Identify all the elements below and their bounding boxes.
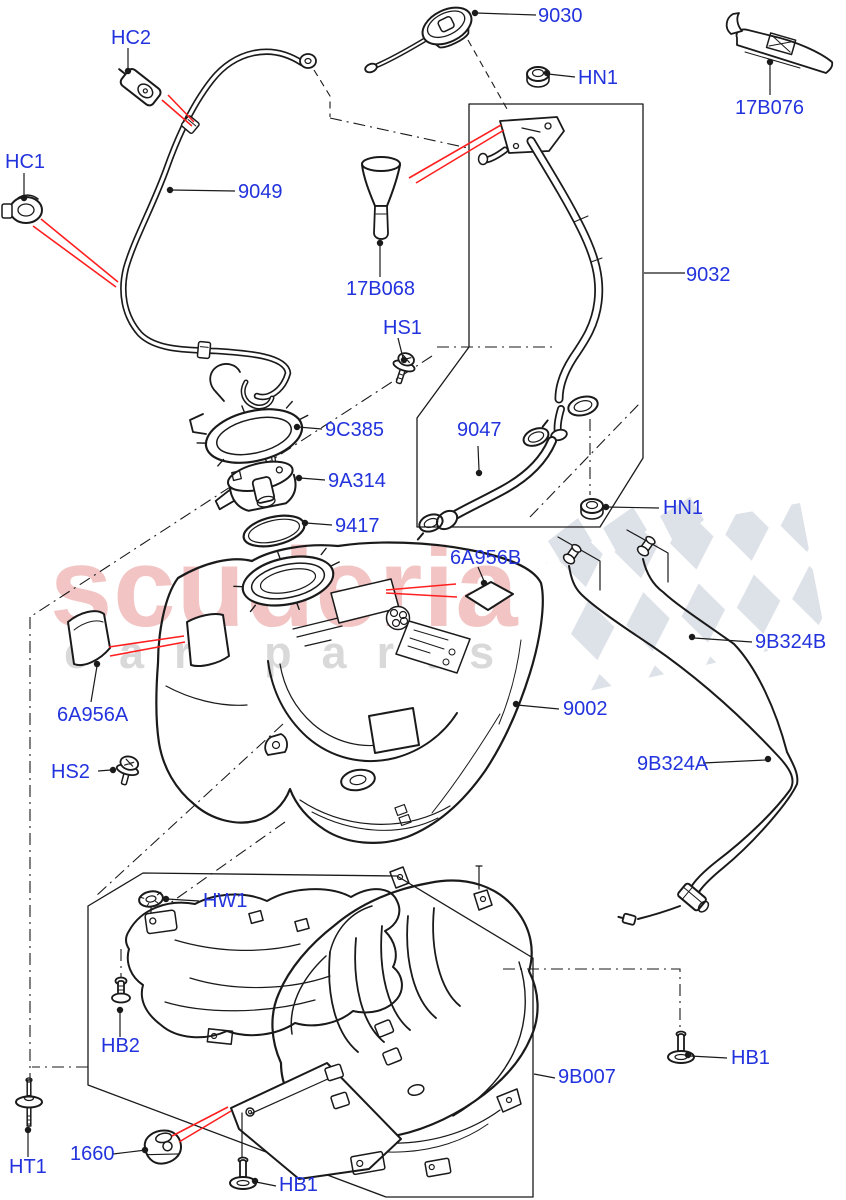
nut-hn1-mid-drawing	[580, 498, 604, 520]
label-ht1[interactable]: HT1	[9, 1156, 47, 1178]
label-17b076[interactable]: 17B076	[735, 97, 804, 119]
label-hb2[interactable]: HB2	[101, 1035, 140, 1057]
label-9417[interactable]: 9417	[335, 515, 380, 537]
stud-ht1-drawing	[15, 1077, 43, 1127]
bolt-hb1-bottom-drawing	[229, 1156, 257, 1190]
label-hn1-top[interactable]: HN1	[578, 67, 618, 89]
label-1660[interactable]: 1660	[70, 1143, 115, 1165]
watermark-checkered-flag	[543, 497, 826, 693]
nut-hn1-top-drawing	[526, 66, 550, 88]
pad-6a956a-drawing	[67, 610, 111, 666]
screw-hs1-drawing	[392, 352, 416, 385]
label-9049[interactable]: 9049	[238, 181, 283, 203]
label-hb1-right[interactable]: HB1	[731, 1047, 770, 1069]
vent-hose-9049-drawing	[120, 48, 317, 465]
screw-hs2-drawing	[115, 755, 140, 786]
label-hs1[interactable]: HS1	[383, 317, 422, 339]
heat-shield-box	[87, 872, 534, 1198]
part-labels: HC2 9030 HN1 17B076 HC1 9049 17B068 9032…	[5, 5, 826, 1196]
label-9002[interactable]: 9002	[563, 698, 608, 720]
label-9032[interactable]: 9032	[686, 264, 731, 286]
label-9b007[interactable]: 9B007	[558, 1066, 616, 1088]
bracket-17b076-drawing	[725, 12, 834, 74]
label-hc2[interactable]: HC2	[111, 27, 151, 49]
grommet-1660-drawing	[143, 1129, 183, 1165]
leader-lines	[20, 9, 774, 1187]
label-9047[interactable]: 9047	[457, 419, 502, 441]
lock-ring-9c385-drawing	[189, 363, 309, 467]
label-9b324a[interactable]: 9B324A	[637, 753, 709, 775]
seal-ring-9417-drawing	[242, 514, 306, 548]
label-6a956b[interactable]: 6A956B	[450, 547, 521, 569]
label-hw1[interactable]: HW1	[203, 890, 247, 912]
label-9b324b[interactable]: 9B324B	[755, 631, 826, 653]
label-9c385[interactable]: 9C385	[325, 419, 384, 441]
label-9a314[interactable]: 9A314	[328, 470, 386, 492]
fuel-lines-9b324-drawing	[557, 529, 799, 926]
label-hc1[interactable]: HC1	[5, 151, 45, 173]
label-hn1-mid[interactable]: HN1	[663, 497, 703, 519]
bolt-hb2-drawing	[111, 976, 131, 1004]
bolt-hb1-right-drawing	[667, 1030, 695, 1064]
hose-9047-drawing	[416, 419, 557, 541]
label-9030[interactable]: 9030	[538, 5, 583, 27]
label-hs2[interactable]: HS2	[51, 761, 90, 783]
filler-pipe-9032-drawing	[477, 116, 604, 442]
fuel-cap-9030-drawing	[364, 6, 473, 74]
label-17b068[interactable]: 17B068	[346, 278, 415, 300]
assembly-guide-lines	[29, 39, 681, 1080]
red-pointer-lines	[32, 94, 505, 1143]
funnel-17b068-drawing	[361, 156, 401, 240]
fuel-tank-9002-drawing	[155, 541, 544, 844]
hose-clamp-hc2-drawing	[118, 68, 162, 107]
fuel-pump-9a314-drawing	[214, 460, 297, 512]
label-6a956a[interactable]: 6A956A	[57, 704, 129, 726]
label-hb1-bottom[interactable]: HB1	[279, 1174, 318, 1196]
washer-hw1-drawing	[138, 890, 164, 908]
filler-pipe-box	[416, 103, 644, 528]
heat-shield-9b007-drawing	[230, 865, 539, 1180]
heat-shield-upper-drawing	[125, 888, 403, 1045]
